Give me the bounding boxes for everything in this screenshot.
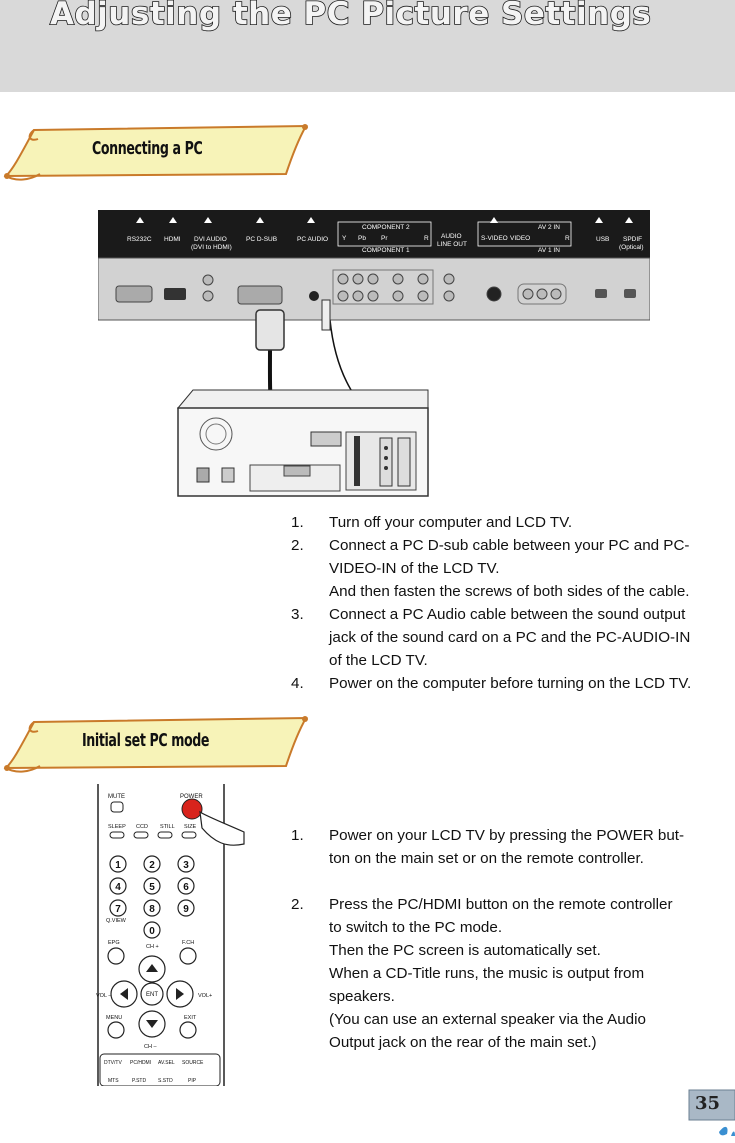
page-header: Adjusting the PC Picture Settings xyxy=(0,0,735,92)
step-text: When a CD-Title runs, the music is outpu… xyxy=(329,965,645,982)
section-banner-connecting: Connecting a PC xyxy=(0,122,315,184)
digit-7: 7 xyxy=(115,904,121,915)
dtv-tv-label: DTV/TV xyxy=(104,1060,122,1066)
mute-label: MUTE xyxy=(108,794,125,800)
svg-text:Pr: Pr xyxy=(381,235,388,242)
digit-3: 3 xyxy=(183,860,189,871)
step-number: 4. xyxy=(291,675,304,692)
step-text: VIDEO-IN of the LCD TV. xyxy=(329,560,500,577)
svg-text:Pb: Pb xyxy=(358,235,366,242)
step-text: Press the PC/HDMI button on the remote c… xyxy=(329,896,673,913)
menu-label: MENU xyxy=(106,1015,122,1021)
fch-label: F.CH xyxy=(182,940,194,946)
scroll-banner-shape xyxy=(3,124,308,181)
svg-text:LINE OUT: LINE OUT xyxy=(437,241,467,248)
svg-text:DVI AUDIO: DVI AUDIO xyxy=(194,236,227,243)
step-text: Power on the computer before turning on … xyxy=(329,675,692,692)
digit-1: 1 xyxy=(115,860,121,871)
svg-text:COMPONENT 1: COMPONENT 1 xyxy=(362,247,410,254)
pip-label: PIP xyxy=(188,1078,197,1084)
svg-text:HDMI: HDMI xyxy=(164,236,181,243)
exit-label: EXIT xyxy=(184,1015,197,1021)
ccd-label: CCD xyxy=(136,824,148,830)
step-number: 3. xyxy=(291,606,304,623)
section-heading: Initial set PC mode xyxy=(82,730,210,751)
sleep-label: SLEEP xyxy=(108,824,126,830)
step-text: ton on the main set or on the remote con… xyxy=(329,850,644,867)
list-item: 2. Press the PC/HDMI button on the remot… xyxy=(291,893,711,1054)
step-text: to switch to the PC mode. xyxy=(329,919,503,936)
svg-text:R: R xyxy=(565,235,570,242)
ch-plus-label: CH + xyxy=(146,944,159,950)
step-number: 2. xyxy=(291,896,304,913)
pc-connection-illustration: RS232C HDMI DVI AUDIO (DVI to HDMI) PC D… xyxy=(97,208,651,500)
svg-text:AV 1 IN: AV 1 IN xyxy=(538,247,560,254)
svg-text:S-VIDEO: S-VIDEO xyxy=(481,235,508,242)
mts-label: MTS xyxy=(108,1078,119,1084)
scroll-banner-shape xyxy=(3,716,308,773)
svg-text:USB: USB xyxy=(596,236,609,243)
step-text: speakers. xyxy=(329,988,395,1005)
svg-text:R: R xyxy=(424,235,429,242)
svg-text:RS232C: RS232C xyxy=(127,236,152,243)
av-sel-label: AV.SEL xyxy=(158,1060,175,1066)
svg-text:SPDIF: SPDIF xyxy=(623,236,642,243)
connecting-steps-list: 1. Turn off your computer and LCD TV. 2.… xyxy=(291,511,711,695)
source-label: SOURCE xyxy=(182,1060,204,1066)
step-text: of the LCD TV. xyxy=(329,652,428,669)
p-std-label: P.STD xyxy=(132,1078,146,1084)
step-text: Then the PC screen is automatically set. xyxy=(329,942,601,959)
svg-text:COMPONENT 2: COMPONENT 2 xyxy=(362,224,410,231)
digit-2: 2 xyxy=(149,860,155,871)
still-label: STILL xyxy=(160,824,175,830)
power-label: POWER xyxy=(180,794,203,800)
digit-9: 9 xyxy=(183,904,189,915)
step-text: jack of the sound card on a PC and the P… xyxy=(329,629,691,646)
vol-minus-label: VOL – xyxy=(96,993,112,999)
step-number: 2. xyxy=(291,537,304,554)
list-item: 1. Turn off your computer and LCD TV. xyxy=(291,511,711,534)
svg-text:Y: Y xyxy=(342,235,347,242)
svg-text:(Optical): (Optical) xyxy=(619,244,644,251)
page-number-badge xyxy=(687,1088,735,1138)
step-text: (You can use an external speaker via the… xyxy=(329,1011,646,1028)
step-text: Turn off your computer and LCD TV. xyxy=(329,514,573,531)
svg-text:PC D-SUB: PC D-SUB xyxy=(246,236,277,243)
step-text: Power on your LCD TV by pressing the POW… xyxy=(329,827,685,844)
qview-label: Q.VIEW xyxy=(106,918,127,924)
step-text: Output jack on the rear of the main set.… xyxy=(329,1034,597,1051)
svg-text:PC AUDIO: PC AUDIO xyxy=(297,236,328,243)
list-item: 2. Connect a PC D-sub cable between your… xyxy=(291,534,711,603)
page-number: 35 xyxy=(695,1093,721,1114)
step-number: 1. xyxy=(291,827,304,844)
size-label: SIZE xyxy=(184,824,197,830)
svg-text:AUDIO: AUDIO xyxy=(441,233,462,240)
step-number: 1. xyxy=(291,514,304,531)
svg-text:AV 2 IN: AV 2 IN xyxy=(538,224,560,231)
ent-label: ENT xyxy=(146,992,158,998)
digit-5: 5 xyxy=(149,882,155,893)
step-text: Connect a PC D-sub cable between your PC… xyxy=(329,537,690,554)
section-heading: Connecting a PC xyxy=(92,138,203,159)
digit-0: 0 xyxy=(149,926,155,937)
digit-8: 8 xyxy=(149,904,155,915)
svg-text:VIDEO: VIDEO xyxy=(510,235,530,242)
ch-minus-label: CH – xyxy=(144,1044,157,1050)
digit-6: 6 xyxy=(183,882,189,893)
pc-hdmi-label: PC/HDMI xyxy=(130,1060,151,1066)
remote-controller-illustration: MUTE POWER SLEEP CCD STILL SIZE 1 2 3 4 … xyxy=(96,784,246,1087)
digit-4: 4 xyxy=(115,882,121,893)
initial-steps-list: 1. Power on your LCD TV by pressing the … xyxy=(291,824,711,1054)
list-item: 1. Power on your LCD TV by pressing the … xyxy=(291,824,711,870)
section-banner-initial: Initial set PC mode xyxy=(0,714,315,776)
list-item: 3. Connect a PC Audio cable between the … xyxy=(291,603,711,672)
step-text: And then fasten the screws of both sides… xyxy=(329,583,690,600)
epg-label: EPG xyxy=(108,940,120,946)
vol-plus-label: VOL+ xyxy=(198,993,212,999)
svg-text:(DVI to HDMI): (DVI to HDMI) xyxy=(191,244,232,251)
page-title: Adjusting the PC Picture Settings xyxy=(49,0,652,33)
s-std-label: S.STD xyxy=(158,1078,173,1084)
step-text: Connect a PC Audio cable between the sou… xyxy=(329,606,686,623)
list-item: 4. Power on the computer before turning … xyxy=(291,672,711,695)
